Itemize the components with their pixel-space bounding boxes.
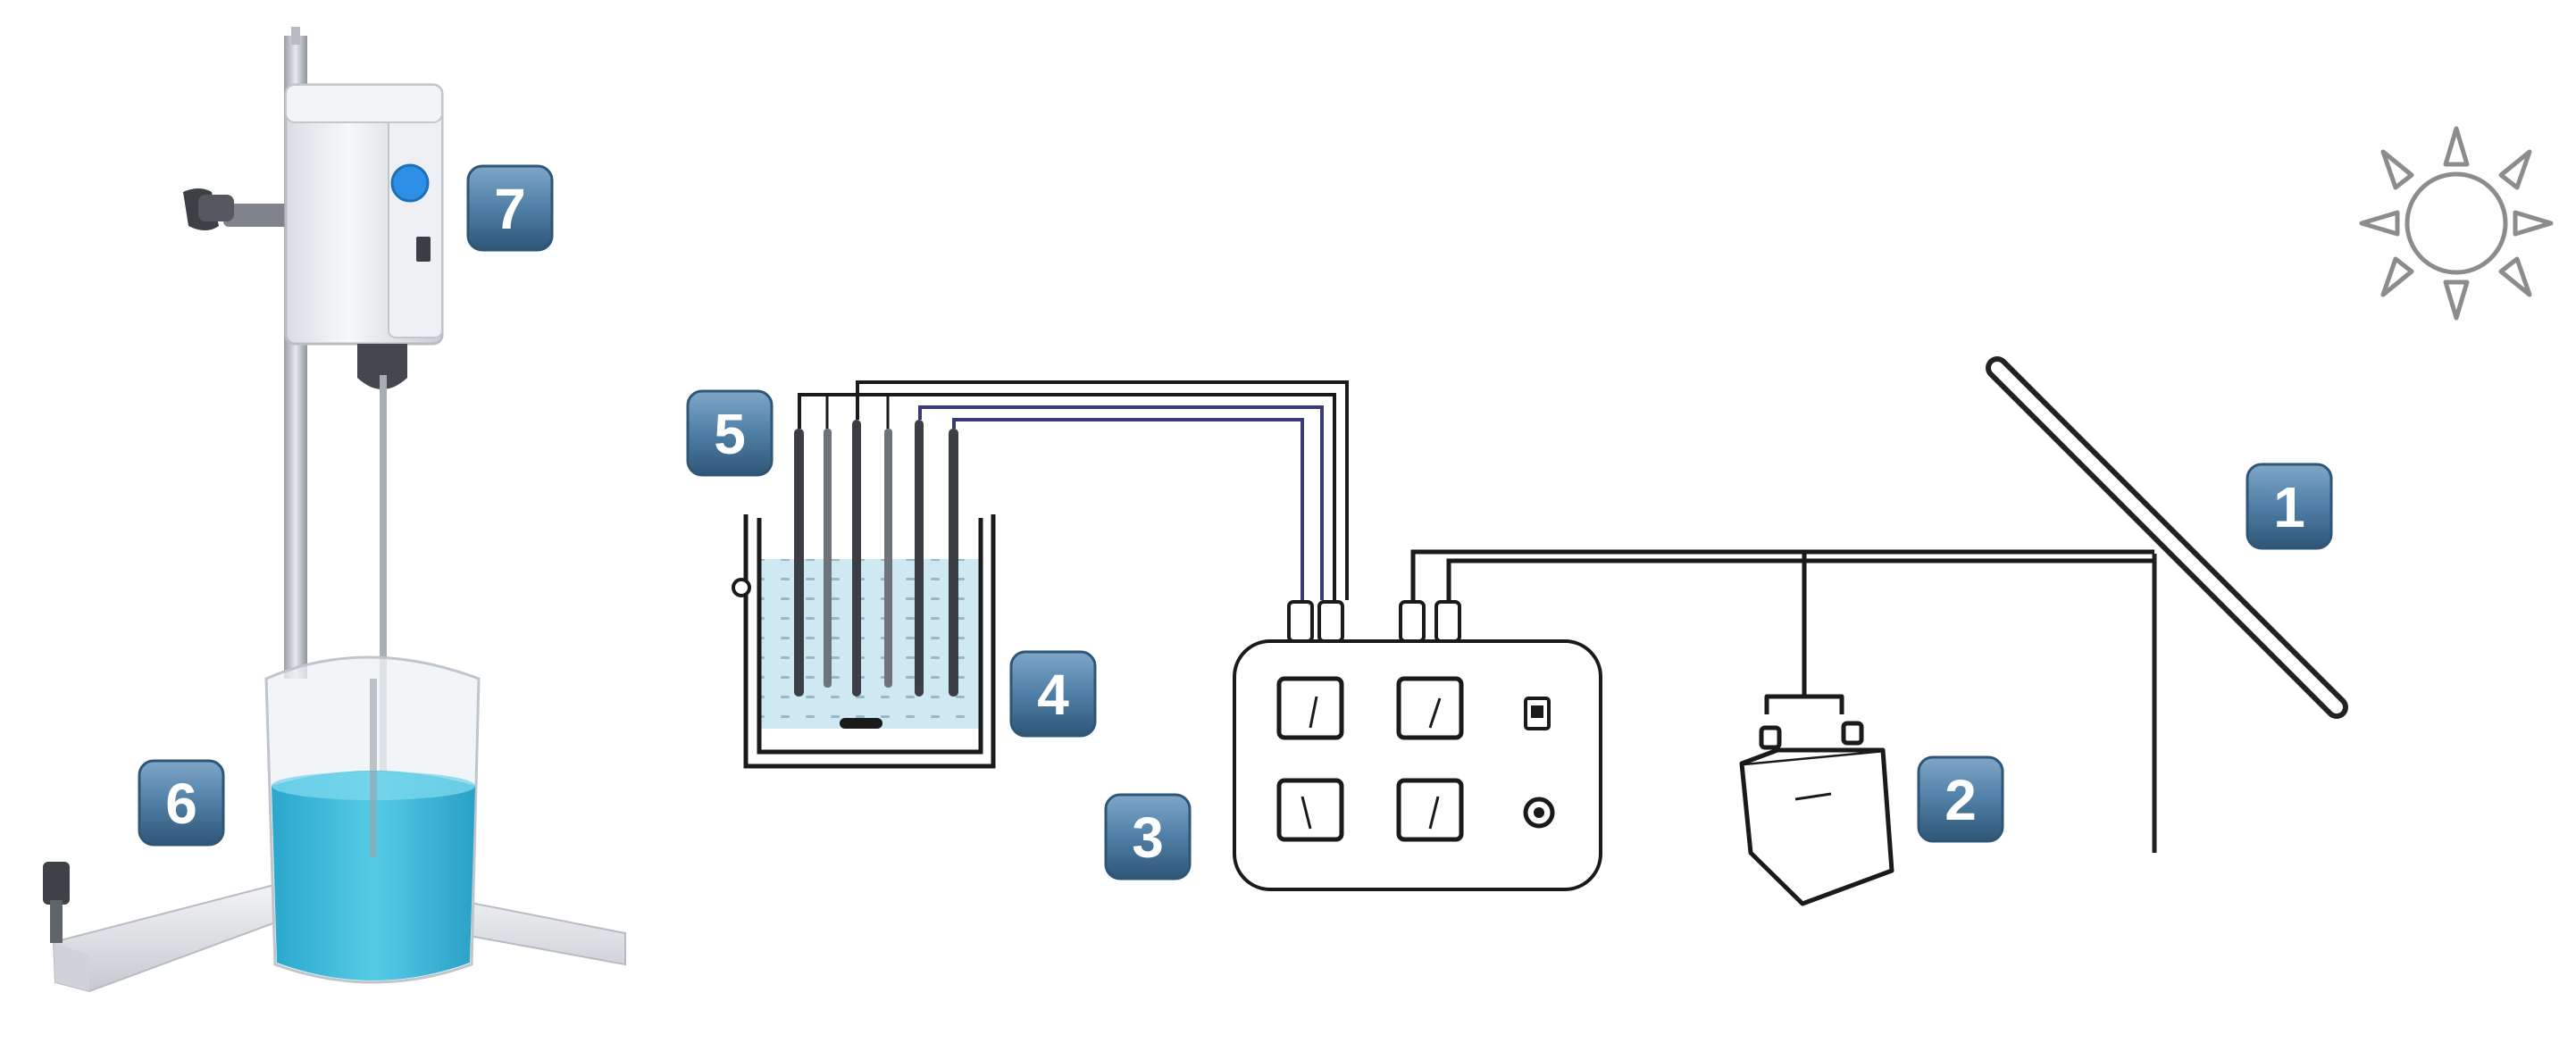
electrolysis-cell-icon xyxy=(732,514,996,769)
badge-label: 7 xyxy=(494,177,526,241)
stirrer-button xyxy=(390,163,430,203)
switch-icon xyxy=(416,237,431,262)
badge-solar-panel: 1 xyxy=(2246,463,2333,550)
stirrer-icon xyxy=(43,27,626,993)
sun-icon xyxy=(2359,126,2554,321)
electrode-wiring xyxy=(798,380,1349,600)
badge-electrolysis-cell: 4 xyxy=(1009,650,1097,738)
battery-icon xyxy=(1739,694,1894,906)
solar-panel-icon xyxy=(1986,356,2348,853)
badge-label: 4 xyxy=(1037,663,1069,727)
badge-label: 3 xyxy=(1132,805,1164,870)
badge-electrodes: 5 xyxy=(686,389,774,477)
badge-label: 1 xyxy=(2273,475,2305,539)
badge-label: 5 xyxy=(714,402,746,466)
badge-label: 6 xyxy=(165,772,197,836)
badge-beaker: 6 xyxy=(138,759,225,847)
wiring xyxy=(1410,549,2154,697)
controller-box xyxy=(1233,600,1602,891)
meter-icon xyxy=(1276,676,1464,842)
badge-overhead-stirrer: 7 xyxy=(466,164,554,252)
electrode-icon xyxy=(794,395,958,697)
badge-controller: 3 xyxy=(1104,793,1192,880)
beaker-icon xyxy=(264,655,481,984)
badge-battery: 2 xyxy=(1917,755,2004,843)
badge-label: 2 xyxy=(1945,768,1977,832)
